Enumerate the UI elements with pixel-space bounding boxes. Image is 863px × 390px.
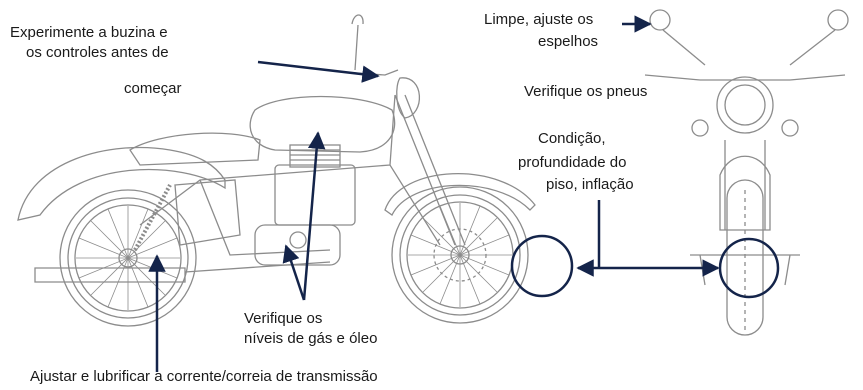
- front-tire-highlight-front: [718, 237, 780, 299]
- fluids-label-line1: Verifique os: [244, 310, 323, 327]
- front-view-motorcycle: [644, 9, 849, 336]
- horn-label-line1: Experimente a buzina e: [10, 24, 168, 41]
- side-panel: [174, 179, 241, 246]
- chain-label: Ajustar e lubrificar a corrente/correia …: [30, 368, 378, 385]
- side-view-motorcycle: [17, 14, 536, 327]
- callout-arrows: [148, 15, 780, 372]
- front-right-mirror-icon: [827, 9, 849, 31]
- horn-label-line2: os controles antes de: [26, 44, 169, 61]
- front-fender: [384, 173, 536, 216]
- front-wheel: [391, 186, 529, 324]
- rear-shock: [133, 184, 172, 251]
- tires-label-line2: profundidade do: [518, 154, 627, 171]
- front-mudguard: [719, 155, 771, 231]
- front-fork: [394, 94, 466, 246]
- front-headlight: [716, 76, 774, 134]
- tires-title: Verifique os pneus: [524, 83, 648, 100]
- headlight: [396, 77, 421, 119]
- mirror-label-line1: Limpe, ajuste os: [484, 11, 594, 28]
- tires-label-line3: piso, inflação: [546, 176, 634, 193]
- tires-label-line1: Condição,: [538, 130, 606, 147]
- engine: [254, 144, 356, 266]
- side-mirror: [351, 14, 364, 71]
- front-tire-highlight-side: [510, 234, 574, 298]
- seat: [129, 132, 261, 166]
- rear-fender: [17, 146, 226, 221]
- front-fork-tubes: [724, 140, 766, 230]
- horn-arrow: [257, 60, 380, 83]
- fluids-arrow-engine: [282, 244, 306, 301]
- horn-label-line3: começar: [124, 80, 182, 97]
- front-tire: [726, 179, 764, 336]
- fluids-arrow-tank: [302, 131, 326, 301]
- fluids-label-line2: níveis de gás e óleo: [244, 330, 378, 347]
- rear-wheel: [59, 189, 197, 327]
- mirror-label-line2: espelhos: [538, 33, 599, 50]
- front-handlebar: [644, 74, 846, 81]
- front-left-mirror-icon: [649, 9, 671, 31]
- fuel-tank: [249, 95, 396, 153]
